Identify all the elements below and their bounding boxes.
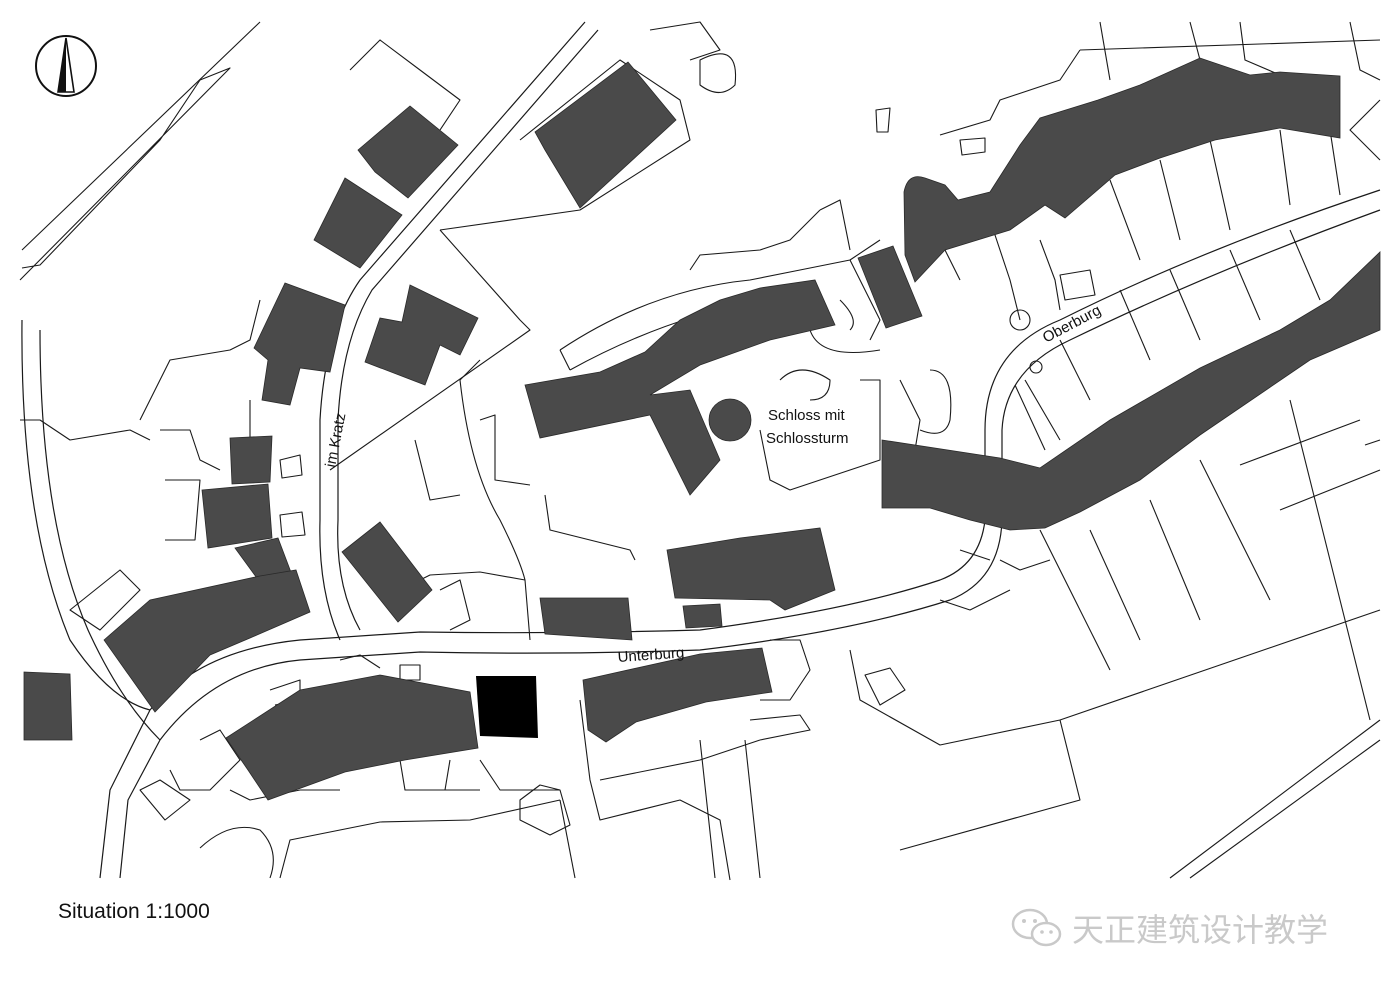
building bbox=[524, 279, 836, 496]
building bbox=[229, 435, 273, 485]
building bbox=[357, 105, 459, 199]
building bbox=[534, 61, 677, 209]
buildings bbox=[23, 57, 1381, 801]
building bbox=[881, 251, 1381, 531]
landmark-label-line2: Schlossturm bbox=[766, 430, 849, 447]
building bbox=[253, 282, 346, 406]
scale-caption: Situation 1:1000 bbox=[58, 900, 210, 923]
building bbox=[364, 284, 479, 386]
building bbox=[857, 245, 923, 329]
building bbox=[682, 603, 723, 629]
building bbox=[903, 57, 1341, 283]
street-label-unterburg: Unterburg bbox=[617, 644, 685, 666]
schlossturm-tower bbox=[708, 398, 752, 442]
landmark-label-line1: Schloss mit bbox=[768, 407, 846, 424]
building bbox=[201, 483, 273, 549]
building bbox=[666, 527, 836, 611]
building bbox=[582, 647, 773, 743]
watermark: 天正建筑设计教学 bbox=[1010, 905, 1328, 951]
highlighted-building bbox=[476, 676, 538, 738]
road-network bbox=[21, 21, 1381, 879]
building bbox=[313, 177, 403, 269]
building bbox=[103, 569, 311, 713]
parcel-lines bbox=[19, 21, 1381, 881]
wechat-icon bbox=[1011, 908, 1062, 947]
building bbox=[23, 671, 73, 741]
building bbox=[225, 674, 479, 801]
street-label-im-kratz: im Kratz bbox=[322, 412, 349, 469]
north-arrow-icon bbox=[35, 35, 97, 97]
watermark-text: 天正建筑设计教学 bbox=[1072, 911, 1329, 949]
building bbox=[539, 597, 633, 641]
building bbox=[341, 521, 433, 623]
